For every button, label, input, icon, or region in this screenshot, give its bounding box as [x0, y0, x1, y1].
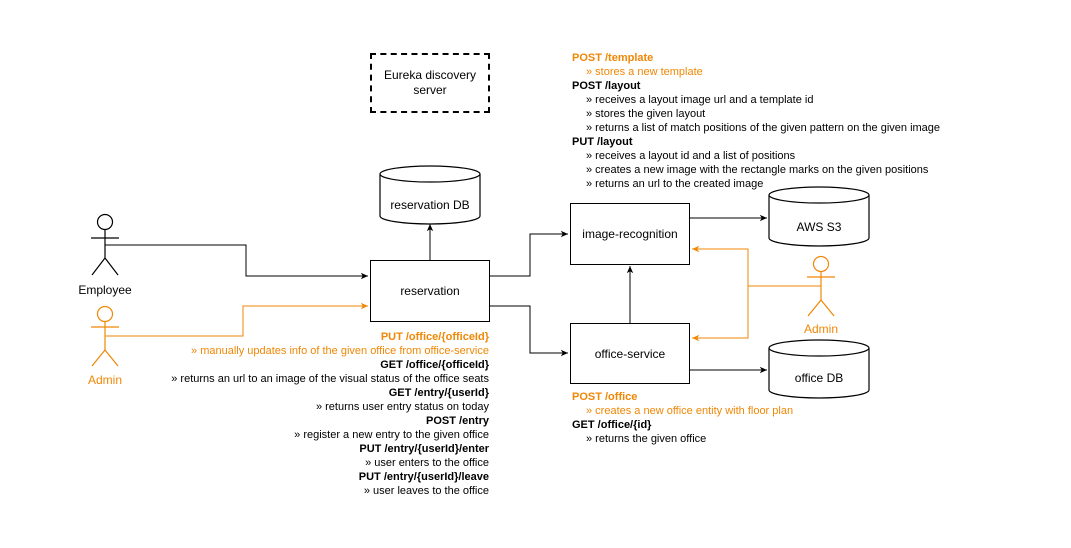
endpoint-description: » manually updates info of the given off… — [191, 345, 489, 357]
image-recognition-box: image-recognition — [570, 203, 690, 265]
office-db-cylinder — [768, 339, 870, 399]
edge-reservation-officeservice — [490, 305, 568, 357]
endpoint-description: » creates a new image with the rectangle… — [586, 164, 929, 176]
endpoint-description: » register a new entry to the given offi… — [294, 429, 489, 441]
endpoint-description: » returns an url to an image of the visu… — [171, 373, 489, 385]
endpoint-heading: GET /office/{id} — [572, 419, 652, 431]
endpoint-heading: POST /entry — [426, 415, 489, 427]
eureka-discovery-box: Eureka discovery server — [370, 53, 490, 113]
image-recognition-label: image-recognition — [582, 227, 678, 241]
employee-actor-icon — [91, 213, 119, 276]
endpoint-description: » returns user entry status on today — [315, 401, 489, 413]
reservation-db-cylinder — [379, 165, 481, 225]
endpoint-heading: GET /entry/{userId} — [388, 387, 489, 399]
office-db-label: office DB — [794, 371, 844, 385]
endpoint-heading: GET /office/{officeId} — [380, 359, 489, 371]
employee-label: Employee — [78, 283, 132, 297]
endpoint-heading: PUT /office/{officeId} — [380, 331, 489, 343]
admin-left-actor-icon — [91, 305, 119, 367]
edge-reservation-imagerecognition — [490, 230, 568, 277]
endpoint-heading: POST /layout — [572, 80, 641, 92]
endpoint-description: » user enters to the office — [365, 457, 489, 469]
endpoint-description: » creates a new office entity with floor… — [586, 405, 794, 417]
reservation-box: reservation — [370, 260, 490, 322]
edge-employee-reservation — [105, 244, 368, 280]
endpoint-description: » stores the given layout — [586, 108, 706, 120]
endpoint-heading: PUT /entry/{userId}/enter — [359, 443, 489, 455]
endpoint-heading: PUT /entry/{userId}/leave — [358, 471, 489, 483]
edge-admin-reservation — [105, 302, 368, 337]
endpoint-description: » user leaves to the office — [363, 485, 489, 497]
reservation-api-notes: PUT /office/{officeId} » manually updates… — [171, 330, 489, 498]
reservation-label: reservation — [400, 284, 460, 298]
aws-s3-cylinder — [768, 186, 870, 247]
office-api-notes: POST /office » creates a new office entit… — [572, 390, 793, 446]
office-service-box: office-service — [570, 323, 690, 384]
admin-left-label: Admin — [87, 373, 122, 387]
edge-admin-officeservice — [692, 286, 749, 342]
admin-right-label: Admin — [803, 322, 838, 336]
endpoint-description: » returns a list of match positions of t… — [586, 122, 941, 134]
endpoint-heading: PUT /layout — [572, 136, 633, 148]
reservation-db-label: reservation DB — [390, 198, 470, 212]
endpoint-description: » stores a new template — [586, 66, 703, 78]
endpoint-description: » receives a layout id and a list of pos… — [586, 150, 796, 162]
edge-admin-imagerecognition — [692, 245, 821, 287]
endpoint-description: » returns an url to the created image — [586, 178, 764, 190]
endpoint-heading: POST /office — [572, 391, 638, 403]
endpoint-heading: POST /template — [572, 52, 654, 64]
office-service-label: office-service — [594, 346, 666, 361]
eureka-label: Eureka discovery server — [383, 68, 477, 97]
aws-s3-label: AWS S3 — [796, 220, 842, 234]
endpoint-description: » returns the given office — [586, 433, 707, 445]
endpoint-description: » receives a layout image url and a temp… — [586, 94, 814, 106]
